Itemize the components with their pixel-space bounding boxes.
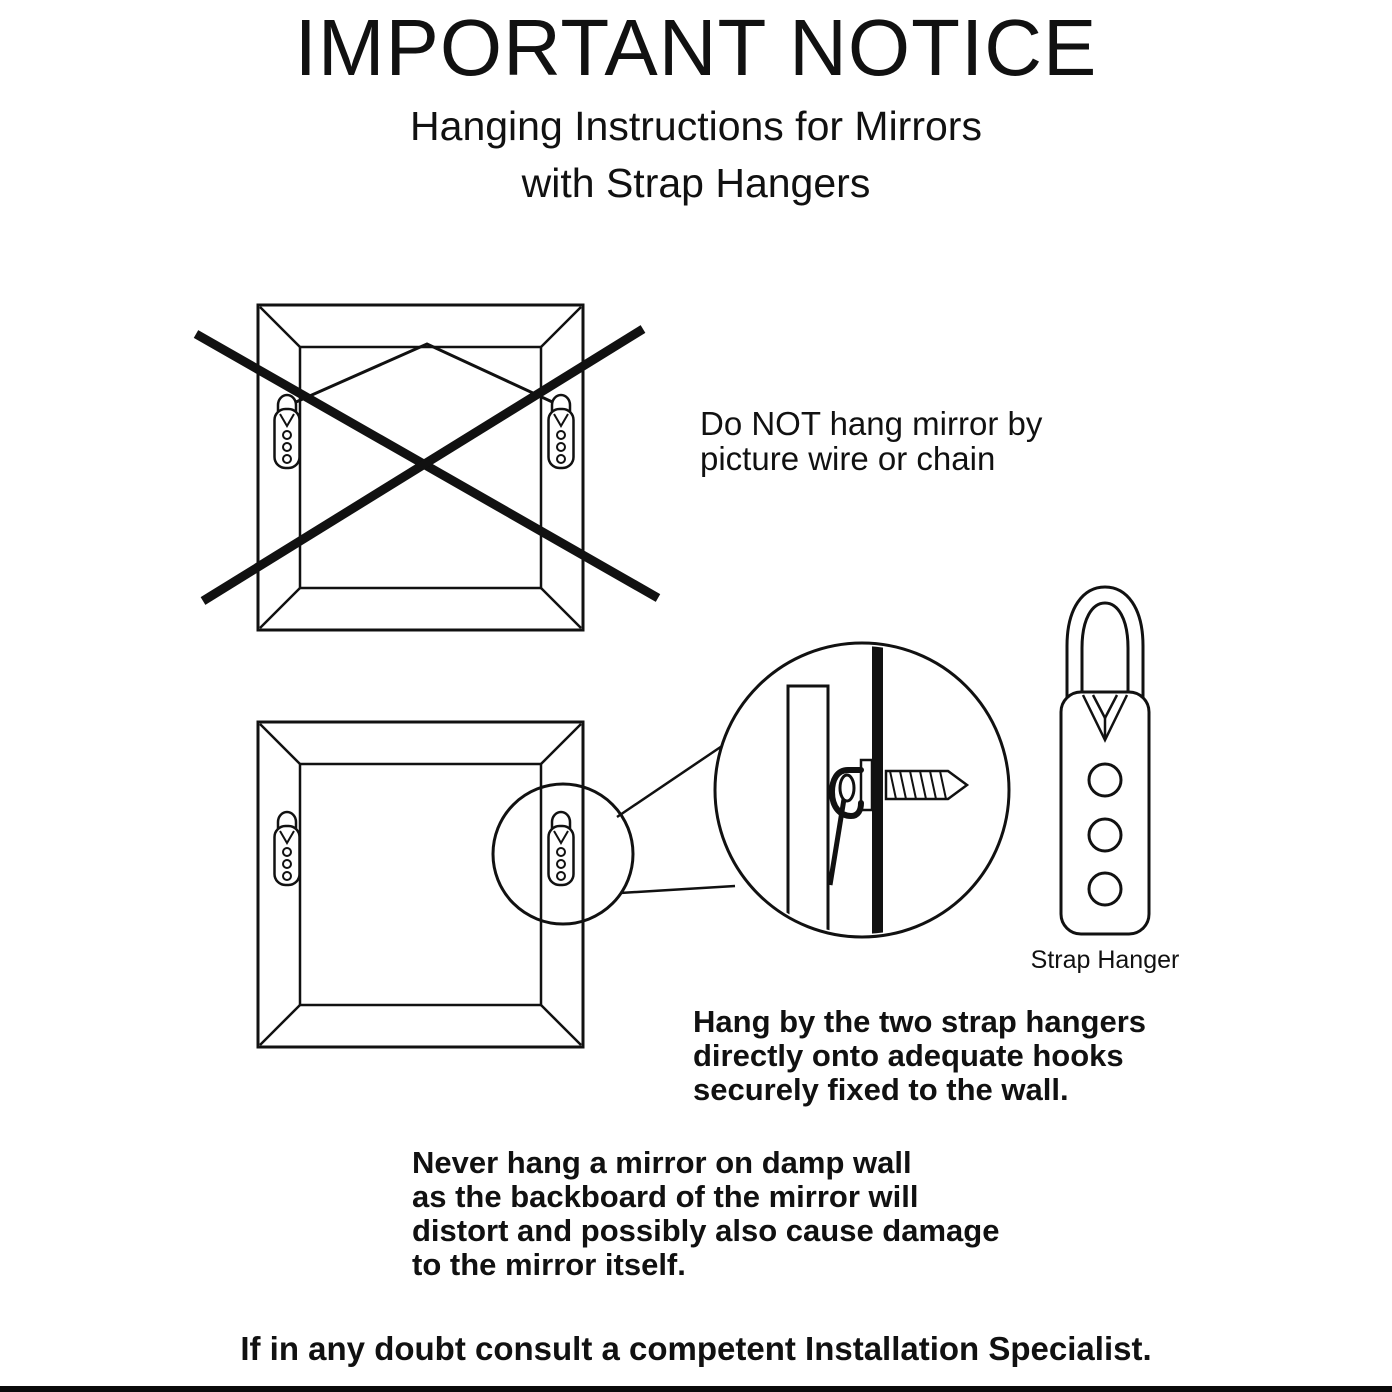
damp-wall-warning-text: Never hang a mirror on damp wall as the … xyxy=(412,1146,999,1282)
hanger-hole-2 xyxy=(1087,817,1123,853)
hanger-hole-3 xyxy=(1087,871,1123,907)
hang-instruction-line-1: Hang by the two strap hangers xyxy=(693,1004,1147,1039)
cross-out-line-2 xyxy=(200,325,646,605)
strap-hanger-left-icon xyxy=(273,393,301,470)
mirror-frame-back-2 xyxy=(256,720,585,1049)
screw-shaft xyxy=(884,769,970,801)
strap-hanger-left-icon-2 xyxy=(273,810,301,887)
damp-warning-line-1: Never hang a mirror on damp wall xyxy=(412,1145,912,1180)
damp-warning-line-3: distort and possibly also cause damage xyxy=(412,1213,1000,1248)
hanger-strap-line xyxy=(827,798,847,886)
wall-section xyxy=(872,646,883,934)
callout-line-top xyxy=(616,740,729,819)
strap-hanger-right-icon-2 xyxy=(547,810,575,887)
hook-detail-view xyxy=(786,646,970,934)
bottom-edge-bar xyxy=(0,1386,1392,1392)
screw-threads xyxy=(889,770,947,800)
footer-advice: If in any doubt consult a competent Inst… xyxy=(240,1330,1152,1367)
callout-line-bottom xyxy=(619,884,736,895)
damp-warning-line-2: as the backboard of the mirror will xyxy=(412,1179,919,1214)
wire-warning-text: Do NOT hang mirror by picture wire or ch… xyxy=(700,406,1042,476)
hanger-ring-on-hook xyxy=(838,773,856,803)
hanger-ring-inner xyxy=(1080,601,1130,706)
subtitle-line-2: with Strap Hangers xyxy=(521,160,871,206)
correct-hanging-diagram xyxy=(256,641,1011,1049)
hang-instruction-line-2: directly onto adequate hooks xyxy=(693,1038,1124,1073)
page-title: IMPORTANT NOTICE xyxy=(294,3,1098,92)
strap-hanger-illustration xyxy=(1059,585,1151,936)
hanger-hole-1 xyxy=(1087,762,1123,798)
wire-warning-line-1: Do NOT hang mirror by xyxy=(700,405,1043,442)
page-subtitle: Hanging Instructions for Mirrors with St… xyxy=(0,98,1392,212)
wire-warning-line-2: picture wire or chain xyxy=(700,440,996,477)
strap-hanger-label: Strap Hanger xyxy=(1030,946,1180,974)
picture-wire xyxy=(286,342,562,408)
damp-warning-line-4: to the mirror itself. xyxy=(412,1247,686,1282)
wall-hook xyxy=(828,767,864,820)
hang-instruction-text: Hang by the two strap hangers directly o… xyxy=(693,1005,1146,1107)
strap-hanger-right-icon xyxy=(547,393,575,470)
magnifier-source-circle xyxy=(491,782,635,926)
hang-instruction-line-3: securely fixed to the wall. xyxy=(693,1072,1069,1107)
subtitle-line-1: Hanging Instructions for Mirrors xyxy=(410,103,982,149)
hanger-body xyxy=(1059,690,1151,936)
frame-edge-section xyxy=(786,684,830,934)
crossed-mirror-diagram xyxy=(193,303,661,632)
hook-wall-plate xyxy=(859,758,874,812)
